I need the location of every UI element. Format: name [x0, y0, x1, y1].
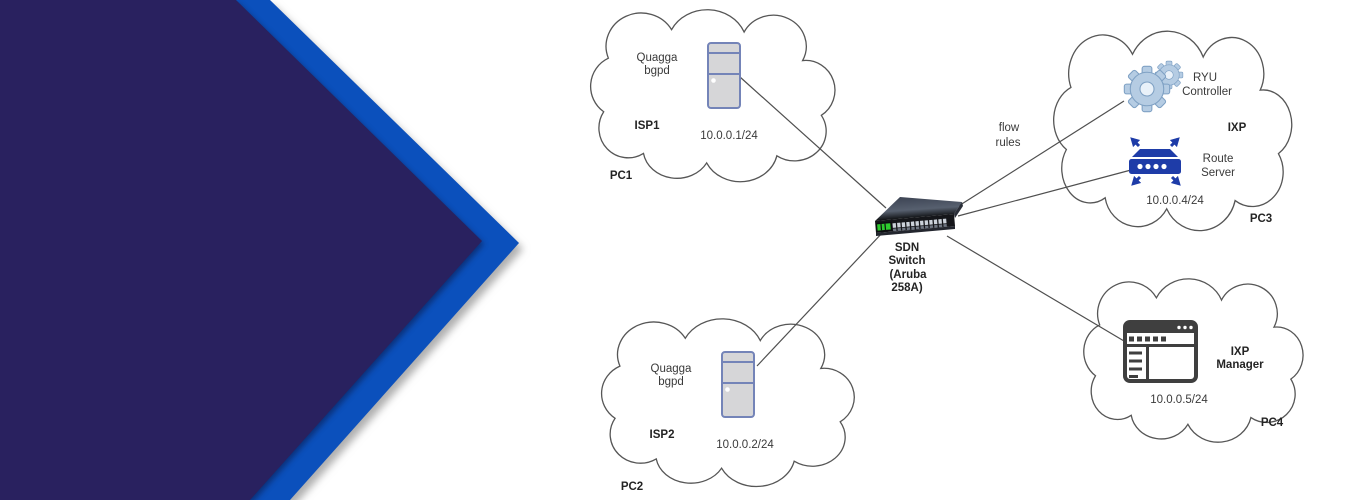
ixp-ip-label: 10.0.0.4/24 — [1146, 195, 1204, 207]
ixp-name-label: IXP — [1228, 122, 1247, 134]
switch-label-line3: (Aruba — [889, 269, 927, 281]
ryu-controller-label-line2: Controller — [1182, 86, 1232, 98]
ixp-manager-pc-label: PC4 — [1261, 417, 1284, 429]
switch-label-line1: SDN — [895, 242, 919, 254]
switch-led-display — [875, 221, 893, 233]
isp2-app-label-line1: Quagga — [651, 363, 693, 375]
flow-rules-label-line1: flow — [999, 122, 1020, 134]
switch-ports — [892, 218, 947, 232]
ixp-manager-group: IXP Manager 10.0.0.5/24 PC4 — [1123, 320, 1284, 429]
link-switch-ixp-manager — [946, 235, 1125, 342]
route-server-icon — [1129, 137, 1181, 186]
link-switch-isp2 — [756, 230, 885, 367]
isp1-ip-label: 10.0.0.1/24 — [700, 130, 758, 142]
route-server-label-line1: Route — [1203, 153, 1234, 165]
switch-label-line4: 258A) — [891, 282, 922, 294]
isp1-name-label: ISP1 — [635, 120, 661, 132]
link-switch-isp1 — [739, 76, 887, 209]
network-switch-icon — [875, 197, 963, 236]
isp2-name-label: ISP2 — [650, 429, 675, 441]
gear-icon-large — [1123, 65, 1171, 113]
ixp-group: RYU Controller IXP Route Server 10.0.0.4… — [1123, 60, 1272, 225]
ixp-manager-label-line1: IXP — [1231, 346, 1250, 358]
slide-corner-decoration — [0, 0, 519, 500]
isp1-server-icon — [707, 42, 741, 109]
isp1-group: Quagga bgpd ISP1 10.0.0.1/24 PC1 — [610, 42, 758, 182]
switch-label-line2: Switch — [888, 255, 925, 267]
flow-rules-label-line2: rules — [996, 137, 1021, 149]
link-switch-ryu-controller — [956, 100, 1125, 208]
isp2-server-icon — [721, 351, 755, 418]
isp2-app-label-line2: bgpd — [658, 376, 684, 388]
ixp-manager-ip-label: 10.0.0.5/24 — [1150, 394, 1208, 406]
isp2-group: Quagga bgpd ISP2 10.0.0.2/24 PC2 — [621, 351, 774, 493]
link-switch-route-server — [957, 169, 1132, 217]
route-server-label-line2: Server — [1201, 167, 1235, 179]
ixp-manager-label-line2: Manager — [1216, 359, 1264, 371]
browser-window-icon — [1123, 320, 1198, 383]
isp1-pc-label: PC1 — [610, 170, 633, 182]
ixp-pc-label: PC3 — [1250, 213, 1272, 225]
isp2-pc-label: PC2 — [621, 481, 643, 493]
isp1-app-label-line2: bgpd — [644, 65, 670, 77]
slide-corner-navy-shape — [0, 0, 482, 500]
isp1-app-label-line1: Quagga — [637, 52, 679, 64]
sdn-switch-group: SDN Switch (Aruba 258A) — [875, 197, 963, 294]
topology-links — [739, 76, 1132, 367]
ryu-controller-label-line1: RYU — [1193, 72, 1217, 84]
isp2-ip-label: 10.0.0.2/24 — [716, 439, 774, 451]
flow-rules-annotation: flow rules — [996, 122, 1021, 149]
